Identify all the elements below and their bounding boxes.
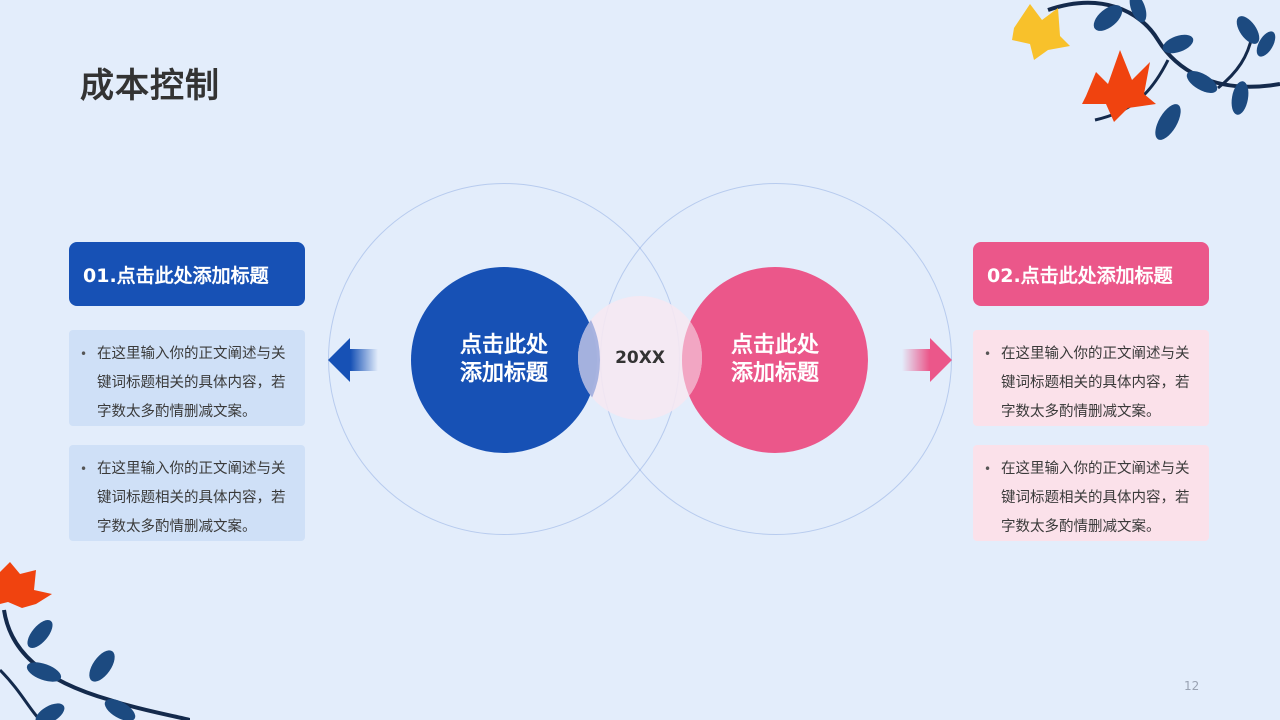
leaf-icon <box>1186 71 1218 93</box>
yellow-flower-icon <box>1012 4 1070 60</box>
leaf-icon <box>1129 0 1147 23</box>
right-text-card-1[interactable]: 在这里输入你的正文阐述与关键词标题相关的具体内容，若字数太多酌情删减文案。 <box>973 330 1209 426</box>
leaf-icon <box>1155 104 1181 140</box>
leaf-icon <box>104 699 136 720</box>
blue-circle[interactable]: 点击此处 添加标题 <box>411 267 597 453</box>
right-heading[interactable]: 02.点击此处添加标题 <box>973 242 1209 306</box>
left-heading[interactable]: 01.点击此处添加标题 <box>69 242 305 306</box>
right-text-card-2[interactable]: 在这里输入你的正文阐述与关键词标题相关的具体内容，若字数太多酌情删减文案。 <box>973 445 1209 541</box>
left-text-card-2[interactable]: 在这里输入你的正文阐述与关键词标题相关的具体内容，若字数太多酌情删减文案。 <box>69 445 305 541</box>
floral-branch-decoration-top-right <box>1012 0 1280 140</box>
pink-circle-line2: 添加标题 <box>730 361 819 386</box>
leaf-icon <box>35 703 65 720</box>
leaf-icon <box>1162 34 1194 54</box>
slide-title: 成本控制 <box>80 66 220 106</box>
leaf-icon <box>1231 81 1249 115</box>
orange-flower-icon <box>0 562 52 608</box>
year-label: 20XX <box>615 348 665 368</box>
leaf-icon <box>1236 16 1260 44</box>
orange-flower-icon <box>1082 50 1156 122</box>
leaf-icon <box>89 650 115 682</box>
leaf-icon <box>1093 5 1123 31</box>
pink-circle-line1: 点击此处 <box>730 333 819 358</box>
pink-circle[interactable]: 点击此处 添加标题 <box>682 267 868 453</box>
blue-circle-line1: 点击此处 <box>459 333 548 358</box>
arrow-left-icon <box>328 338 378 382</box>
leaf-icon <box>27 619 53 649</box>
blue-circle-line2: 添加标题 <box>459 361 548 386</box>
leaf-icon <box>26 662 62 682</box>
left-text-card-1[interactable]: 在这里输入你的正文阐述与关键词标题相关的具体内容，若字数太多酌情删减文案。 <box>69 330 305 426</box>
arrow-right-icon <box>902 338 952 382</box>
page-number: 12 <box>1184 679 1200 693</box>
floral-branch-decoration-bottom-left <box>0 562 190 720</box>
leaf-icon <box>1256 31 1276 57</box>
